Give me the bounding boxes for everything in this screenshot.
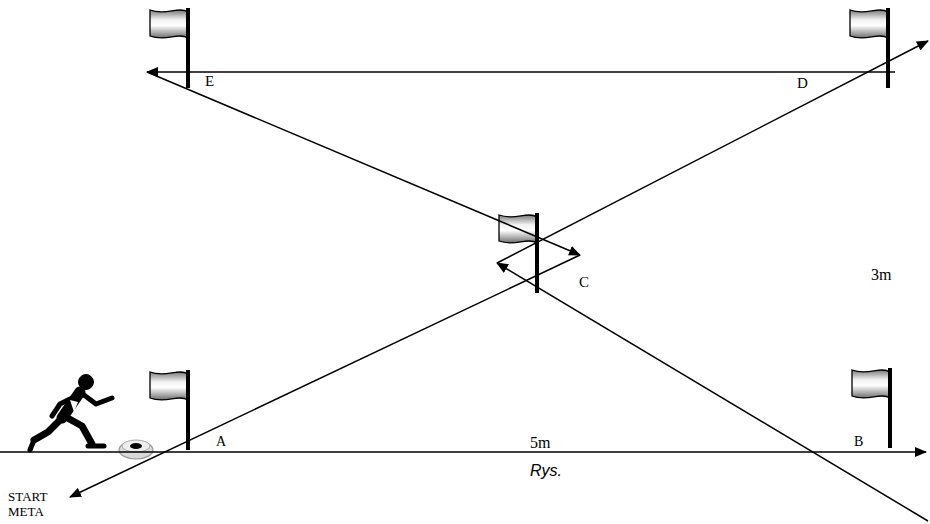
point-marker: A — [214, 434, 228, 450]
route-arrow — [147, 72, 580, 255]
dimension-label: 5m — [530, 434, 550, 452]
point-marker: B — [852, 434, 865, 450]
flag — [150, 370, 188, 450]
flag — [850, 8, 888, 88]
point-letter: A — [216, 435, 226, 449]
start-marker — [119, 440, 153, 459]
point-marker: D — [795, 75, 810, 92]
point-letter: D — [797, 76, 808, 91]
runner — [30, 375, 112, 451]
point-marker: C — [577, 274, 591, 291]
route-arrow — [147, 71, 895, 73]
start-finish-label: START META — [8, 489, 54, 519]
dimension-label: 3m — [871, 266, 891, 284]
route-arrow — [497, 41, 928, 263]
flag — [852, 368, 890, 448]
point-letter: E — [205, 74, 214, 89]
point-marker: E — [203, 73, 216, 90]
route-arrow — [10, 451, 926, 453]
figure-label: Rys. — [530, 462, 562, 480]
route-arrow — [497, 263, 928, 521]
route-arrow — [70, 255, 580, 497]
point-letter: C — [579, 275, 589, 290]
ground-line — [0, 451, 10, 453]
point-letter: B — [854, 435, 863, 449]
